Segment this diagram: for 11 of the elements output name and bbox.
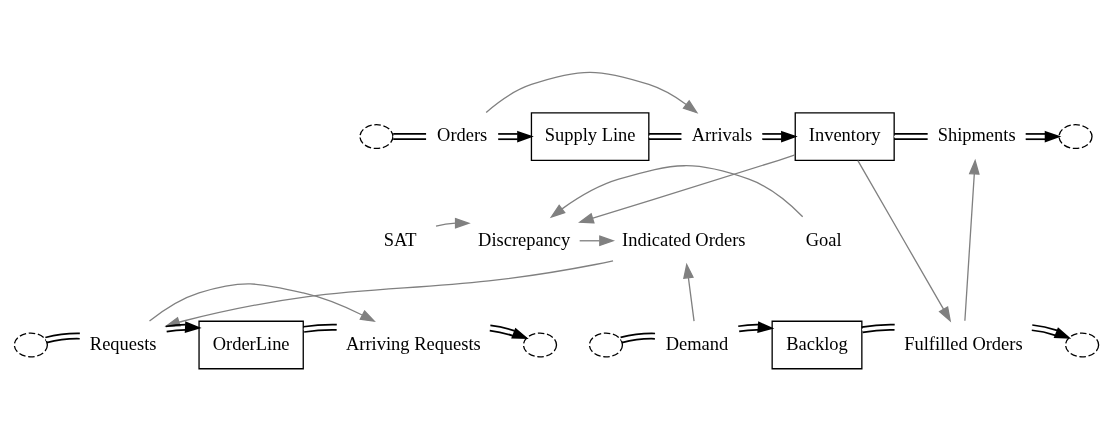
node-text: Arrivals [691,124,753,145]
node-text: Discrepancy [478,229,571,250]
node-text: Goal [805,229,842,250]
node-text: SAT [383,229,417,250]
node-text: Orders [437,124,488,145]
node-text: Demand [665,333,729,354]
node-text: Shipments [937,124,1016,145]
node-text: Requests [89,333,157,354]
node-text: Arriving Requests [345,333,481,354]
node-text: Fulfilled Orders [904,333,1023,354]
node-text: Indicated Orders [622,229,746,250]
